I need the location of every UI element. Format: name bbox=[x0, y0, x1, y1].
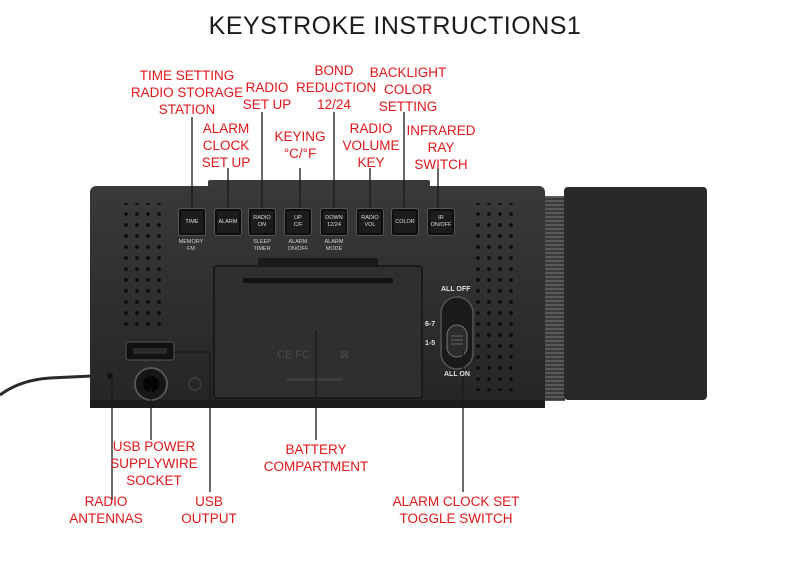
projector-block bbox=[564, 187, 707, 400]
label-usb-power: USB POWER SUPPLYWIRE SOCKET bbox=[110, 439, 198, 488]
antenna-wire bbox=[0, 374, 93, 397]
left-speaker-grill bbox=[118, 203, 163, 333]
switch-15-label: 1-5 bbox=[425, 340, 436, 347]
label-time-setting: TIME SETTING RADIO STORAGE STATION bbox=[130, 68, 244, 117]
down-sublabel: ALARM MODE bbox=[324, 239, 344, 252]
label-radio-set-up: RADIO SET UP bbox=[242, 80, 292, 112]
switch-all-off-label: ALL OFF bbox=[441, 286, 471, 293]
label-radio-antennas: RADIO ANTENNAS bbox=[69, 494, 143, 526]
up-sublabel: ALARM ON/OFF bbox=[287, 239, 309, 252]
page-title: KEYSTROKE INSTRUCTIONS1 bbox=[208, 12, 582, 40]
alarm-button[interactable]: ALARM bbox=[214, 208, 242, 236]
time-sublabel: MEMORY FM bbox=[178, 239, 204, 252]
label-backlight: BACKLIGHT COLOR SETTING bbox=[369, 65, 447, 114]
switch-all-on-label: ALL ON bbox=[444, 371, 470, 378]
switch-67-label: 6-7 bbox=[425, 321, 436, 328]
label-keying: KEYING °C/°F bbox=[274, 129, 326, 161]
label-bond-reduction: BOND REDUCTION 12/24 bbox=[296, 63, 377, 112]
down-1224-button[interactable]: DOWN 12/24 bbox=[320, 208, 348, 236]
up-cf-button[interactable]: UP C/F bbox=[284, 208, 312, 236]
label-radio-volume: RADIO VOLUME KEY bbox=[342, 121, 400, 170]
radio-vol-button[interactable]: RADIO VOL bbox=[356, 208, 384, 236]
svg-text:CE FC: CE FC bbox=[277, 349, 310, 361]
radio-on-sublabel: SLEEP TIMER bbox=[253, 239, 271, 252]
ir-button[interactable]: IR ON/OFF bbox=[427, 208, 455, 236]
svg-text:⊠: ⊠ bbox=[340, 349, 349, 361]
right-speaker-grill bbox=[475, 203, 520, 391]
radio-on-button[interactable]: RADIO ON bbox=[248, 208, 276, 236]
label-alarm-toggle: ALARM CLOCK SET TOGGLE SWITCH bbox=[392, 494, 520, 526]
label-infrared: INFRARED RAY SWITCH bbox=[406, 123, 476, 172]
label-alarm-clock: ALARM CLOCK SET UP bbox=[201, 121, 251, 170]
battery-compartment bbox=[213, 265, 423, 399]
color-button[interactable]: COLOR bbox=[391, 208, 419, 236]
toggle-switch-knob bbox=[446, 324, 468, 358]
hinge bbox=[545, 196, 565, 401]
time-button[interactable]: TIME bbox=[178, 208, 206, 236]
label-usb-output: USB OUTPUT bbox=[181, 494, 237, 526]
label-battery: BATTERY COMPARTMENT bbox=[263, 442, 369, 474]
